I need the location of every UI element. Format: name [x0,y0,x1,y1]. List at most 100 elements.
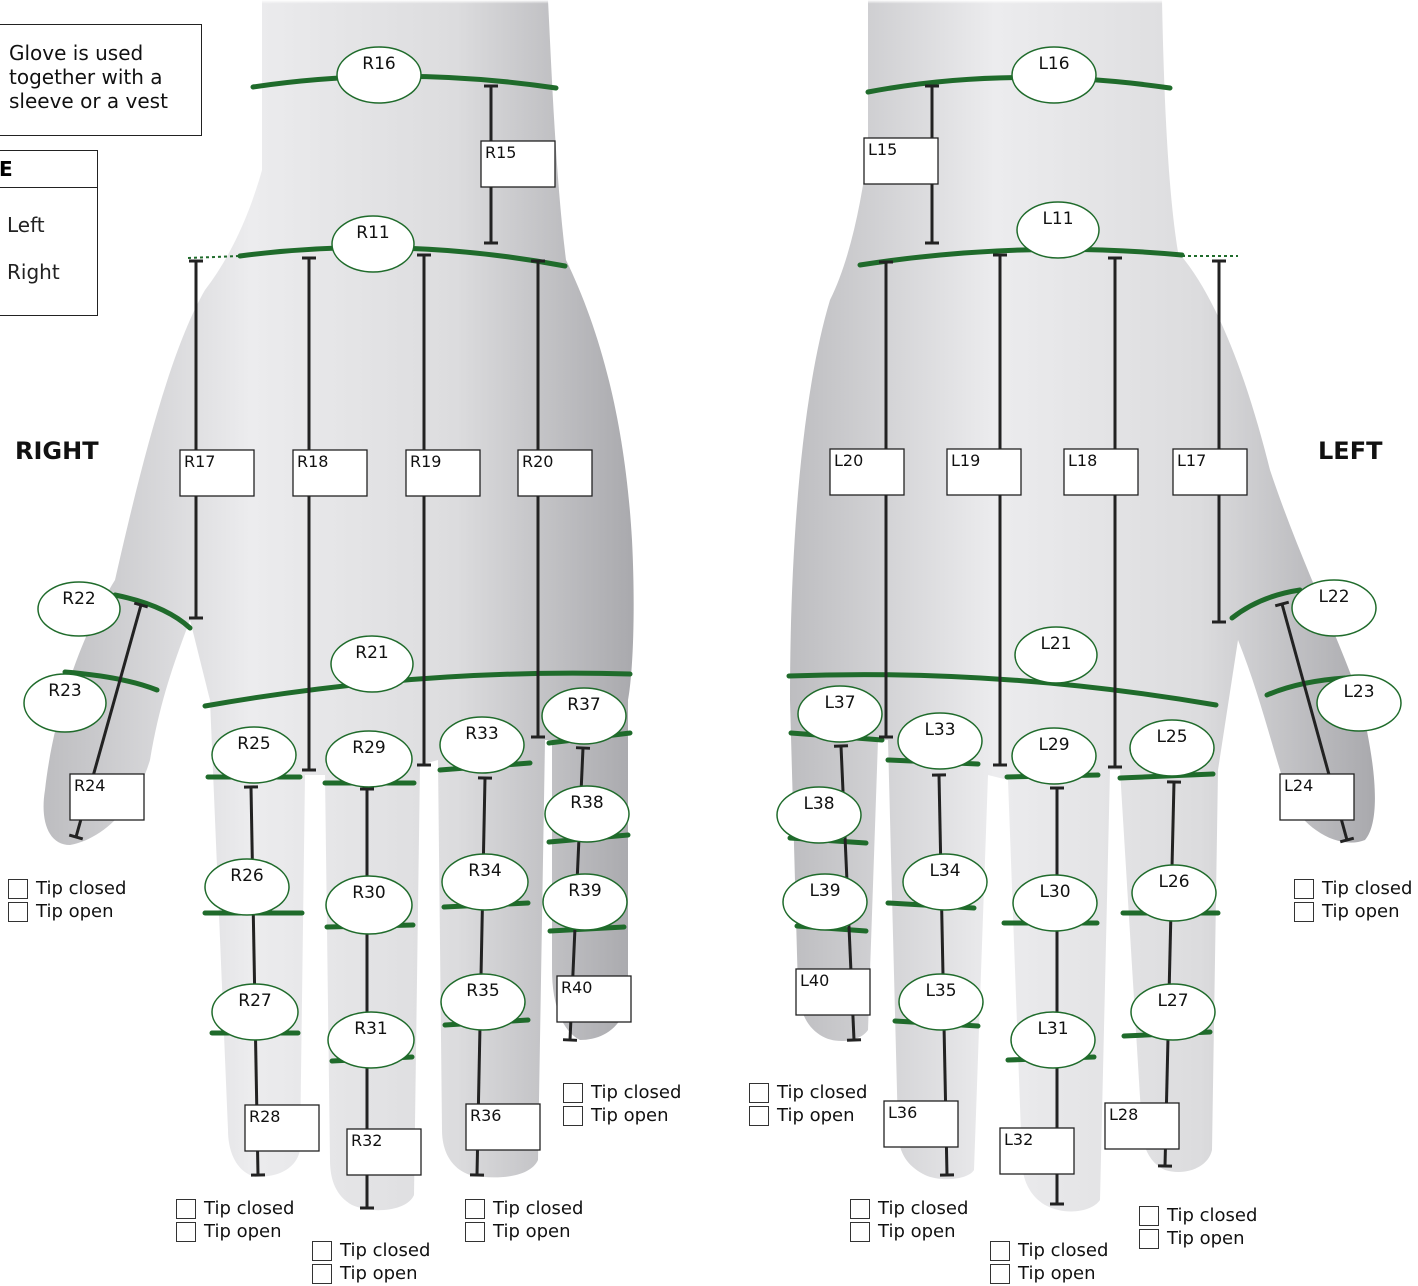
circumference-label-l37[interactable]: L37 [797,685,883,743]
tip-closed-row[interactable]: Tip closed [176,1197,294,1220]
circumference-label-r30[interactable]: R30 [325,875,413,935]
circumference-label-r16[interactable]: R16 [336,46,422,104]
circumference-label-r26[interactable]: R26 [204,858,290,916]
circumference-label-l33[interactable]: L33 [897,712,983,770]
circumference-label-l26[interactable]: L26 [1131,864,1217,922]
circumference-label-l11[interactable]: L11 [1016,201,1100,259]
length-box-r18[interactable]: R18 [292,449,368,497]
length-box-r19[interactable]: R19 [405,449,481,497]
tip-closed-row[interactable]: Tip closed [8,877,126,900]
tip-closed-row[interactable]: Tip closed [850,1197,968,1220]
tip-open-row[interactable]: Tip open [749,1104,867,1127]
tip-open-row[interactable]: Tip open [563,1104,681,1127]
circumference-label-r27[interactable]: R27 [211,983,299,1041]
tip-closed-checkbox[interactable] [1139,1205,1159,1226]
tip-closed-row[interactable]: Tip closed [1294,877,1412,900]
length-box-r36[interactable]: R36 [465,1103,541,1151]
circumference-label-l27[interactable]: L27 [1130,983,1216,1041]
tip-open-checkbox[interactable] [563,1105,583,1126]
circumference-label-l16[interactable]: L16 [1011,46,1097,104]
circumference-label-l30[interactable]: L30 [1012,874,1098,932]
circumference-label-l38[interactable]: L38 [776,786,862,844]
tip-closed-checkbox[interactable] [1294,878,1314,899]
circumference-label-r39[interactable]: R39 [542,873,628,931]
length-box-l15[interactable]: L15 [863,137,939,185]
dim-r20 [531,259,545,739]
side-option-right[interactable]: Right [7,260,60,284]
length-box-l40[interactable]: L40 [795,968,871,1016]
tip-open-checkbox[interactable] [1294,901,1314,922]
tip-closed-checkbox[interactable] [749,1082,769,1103]
tip-open-checkbox[interactable] [176,1221,196,1242]
tip-open-row[interactable]: Tip open [990,1262,1108,1285]
tip-open-row[interactable]: Tip open [8,900,126,923]
circumference-label-l23[interactable]: L23 [1316,674,1402,732]
circumference-label-r35[interactable]: R35 [440,973,526,1031]
tip-closed-checkbox[interactable] [850,1198,870,1219]
tip-open-checkbox[interactable] [1139,1228,1159,1249]
tip-closed-row[interactable]: Tip closed [563,1081,681,1104]
circumference-label-l34[interactable]: L34 [902,853,988,911]
circumference-label-r23[interactable]: R23 [23,673,107,733]
length-box-l28[interactable]: L28 [1104,1102,1180,1150]
length-box-l36[interactable]: L36 [883,1100,959,1148]
tip-open-row[interactable]: Tip open [1294,900,1412,923]
length-box-r17[interactable]: R17 [179,449,255,497]
tip-closed-checkbox[interactable] [990,1240,1010,1261]
tip-closed-label: Tip closed [340,1240,431,1261]
tip-open-row[interactable]: Tip open [850,1220,968,1243]
tip-closed-row[interactable]: Tip closed [749,1081,867,1104]
length-box-l17[interactable]: L17 [1172,448,1248,496]
dim-r19 [417,253,431,767]
length-box-r40[interactable]: R40 [556,975,632,1023]
circumference-label-r25[interactable]: R25 [211,726,297,784]
tip-open-checkbox[interactable] [749,1105,769,1126]
tip-closed-row[interactable]: Tip closed [990,1239,1108,1262]
circumference-label-r33[interactable]: R33 [439,716,525,774]
tip-open-row[interactable]: Tip open [465,1220,583,1243]
length-box-l18[interactable]: L18 [1063,448,1139,496]
circumference-label-l29[interactable]: L29 [1011,727,1097,785]
circumference-label-l35[interactable]: L35 [898,973,984,1031]
circumference-label-r38[interactable]: R38 [544,785,630,843]
circumference-label-r31[interactable]: R31 [327,1011,415,1069]
tip-closed-checkbox[interactable] [312,1240,332,1261]
length-box-l20[interactable]: L20 [829,448,905,496]
length-box-r20[interactable]: R20 [517,449,593,497]
tip-closed-checkbox[interactable] [8,878,28,899]
circumference-label-l31[interactable]: L31 [1010,1011,1096,1069]
tip-open-checkbox[interactable] [465,1221,485,1242]
side-option-left[interactable]: Left [7,213,45,237]
length-box-r24[interactable]: R24 [69,773,145,821]
circumference-label-l25[interactable]: L25 [1129,719,1215,777]
length-box-r28[interactable]: R28 [244,1104,320,1152]
circumference-label-r21[interactable]: R21 [330,635,414,693]
tip-closed-checkbox[interactable] [563,1082,583,1103]
length-box-r15[interactable]: R15 [480,140,556,188]
circumference-label-r34[interactable]: R34 [441,853,529,911]
tip-closed-checkbox[interactable] [176,1198,196,1219]
circumference-label-l22[interactable]: L22 [1291,579,1377,637]
tip-open-checkbox[interactable] [990,1263,1010,1284]
length-box-l24[interactable]: L24 [1279,773,1355,821]
tip-open-checkbox[interactable] [850,1221,870,1242]
length-box-l32[interactable]: L32 [999,1127,1075,1175]
circumference-label-r29[interactable]: R29 [325,730,413,788]
circumference-label-r22[interactable]: R22 [37,581,121,637]
circumference-label-r11[interactable]: R11 [331,215,415,273]
length-box-l19[interactable]: L19 [946,448,1022,496]
length-box-r32[interactable]: R32 [346,1128,422,1176]
tip-closed-checkbox[interactable] [465,1198,485,1219]
tip-open-row[interactable]: Tip open [176,1220,294,1243]
tip-open-checkbox[interactable] [8,901,28,922]
tip-open-row[interactable]: Tip open [1139,1227,1257,1250]
circumference-label-l39[interactable]: L39 [782,873,868,931]
tip-open-checkbox[interactable] [312,1263,332,1284]
tip-closed-row[interactable]: Tip closed [1139,1204,1257,1227]
tip-open-row[interactable]: Tip open [312,1262,430,1285]
tip-closed-row[interactable]: Tip closed [465,1197,583,1220]
circumference-label-r37[interactable]: R37 [541,687,627,745]
tip-closed-row[interactable]: Tip closed [312,1239,430,1262]
circumference-label-l21[interactable]: L21 [1014,626,1098,684]
